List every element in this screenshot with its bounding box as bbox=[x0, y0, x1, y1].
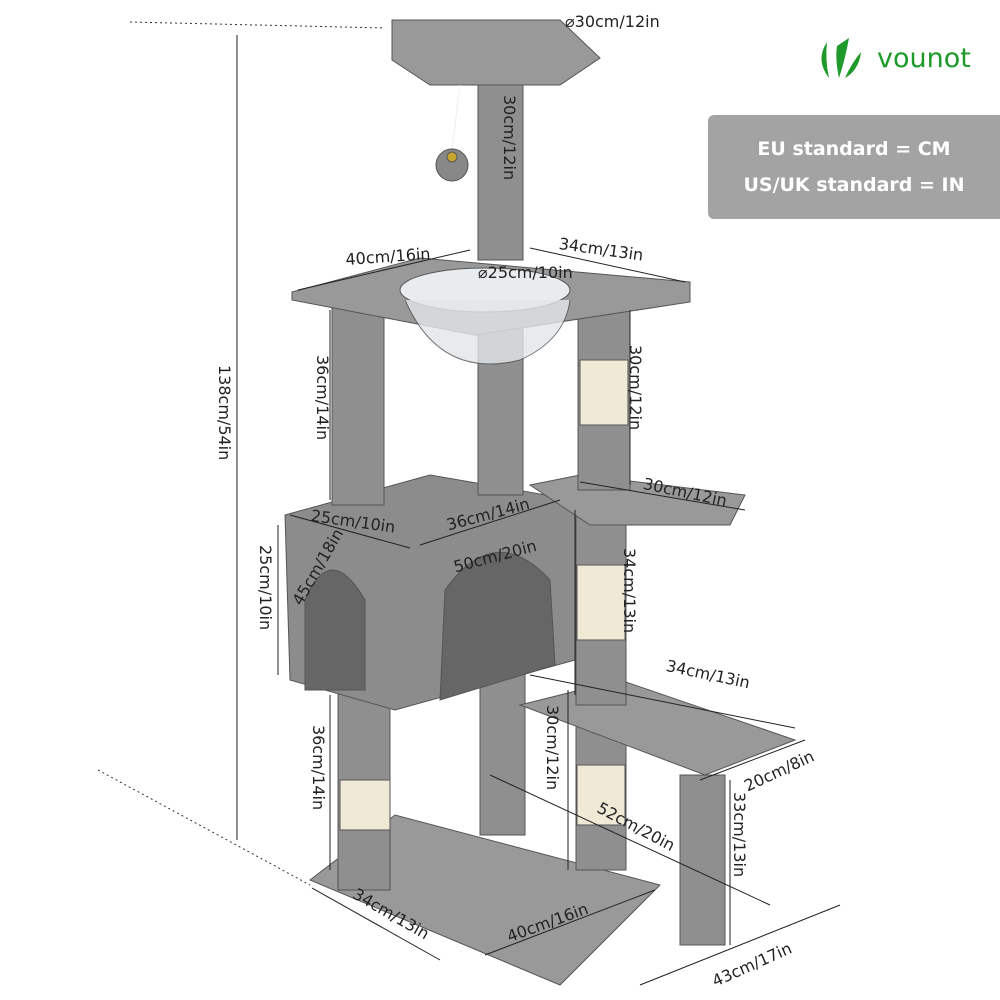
dim-lower-right-post: 30cm/12in bbox=[543, 705, 562, 791]
sisal-wrap bbox=[339, 779, 391, 831]
lower-center-post bbox=[479, 659, 526, 836]
top-post bbox=[477, 74, 524, 261]
brand-name: vounot bbox=[877, 42, 971, 74]
leaf-logo-icon bbox=[821, 38, 861, 78]
sisal-wrap bbox=[579, 359, 629, 426]
dim-condo-height: 25cm/10in bbox=[256, 545, 275, 631]
dim-upper-right-post: 30cm/12in bbox=[626, 345, 645, 431]
basket-bowl bbox=[404, 299, 571, 365]
us-standard-label: US/UK standard = IN bbox=[743, 174, 965, 196]
toy-bell bbox=[446, 151, 458, 163]
dim-step-post: 33cm/13in bbox=[730, 792, 749, 878]
condo-door-right bbox=[439, 551, 556, 701]
toy-ball bbox=[435, 148, 469, 182]
sisal-wrap bbox=[576, 764, 626, 826]
step-post bbox=[679, 774, 726, 946]
dim-mid-right-post: 34cm/13in bbox=[620, 548, 639, 634]
guide-line bbox=[129, 21, 386, 29]
guide-line bbox=[97, 769, 311, 886]
brand-logo: vounot bbox=[815, 36, 971, 80]
upper-left-post bbox=[331, 304, 385, 506]
dim-upper-left-post: 36cm/14in bbox=[313, 355, 332, 441]
dim-lower-left-post: 36cm/14in bbox=[309, 725, 328, 811]
dim-top-perch-diameter: ⌀30cm/12in bbox=[565, 12, 660, 31]
toy-string bbox=[451, 84, 461, 151]
dim-total-height: 138cm/54in bbox=[215, 365, 234, 461]
condo-door-left bbox=[304, 569, 366, 691]
unit-standards-box: EU standard = CM US/UK standard = IN bbox=[708, 115, 1000, 219]
eu-standard-label: EU standard = CM bbox=[757, 138, 951, 160]
top-perch bbox=[391, 19, 601, 86]
dim-top-post-height: 30cm/12in bbox=[500, 95, 519, 181]
dim-basket-diameter: ⌀25cm/10in bbox=[478, 263, 573, 282]
sisal-wrap bbox=[576, 564, 626, 641]
